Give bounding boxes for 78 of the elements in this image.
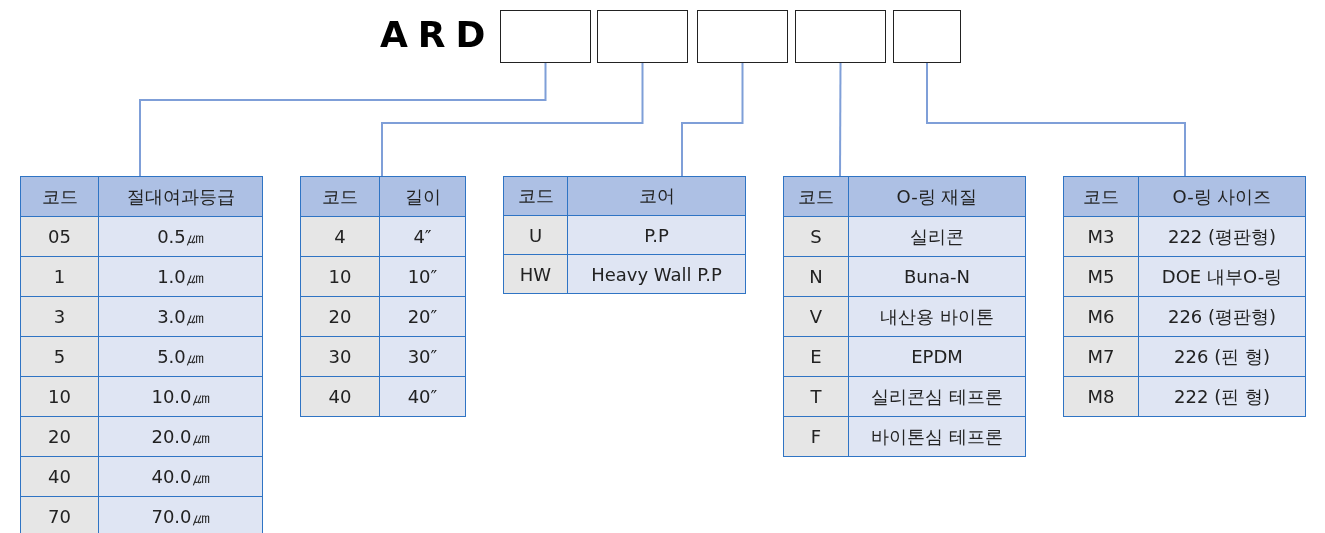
table-cell: U: [503, 215, 568, 255]
table-cell: M7: [1063, 336, 1139, 377]
table-cell: M3: [1063, 216, 1139, 257]
table-cell: 40.0㎛: [98, 456, 263, 497]
connector-line: [681, 62, 744, 177]
table-cell: 226 (핀 형): [1138, 336, 1306, 377]
table-cell: E: [783, 336, 849, 377]
table-cell: S: [783, 216, 849, 257]
header-cell: 코드: [20, 176, 99, 217]
table-cell: 3.0㎛: [98, 296, 263, 337]
table-cell: 70: [20, 496, 99, 533]
code-box: [697, 10, 788, 63]
table-cell: P.P: [567, 215, 746, 255]
table-cell: 05: [20, 216, 99, 257]
table-cell: 10: [300, 256, 380, 297]
table-cell: 10″: [379, 256, 466, 297]
table-cell: 40″: [379, 376, 466, 417]
header-cell: 코어: [567, 176, 746, 216]
table-cell: N: [783, 256, 849, 297]
header-cell: 코드: [783, 176, 849, 217]
table-cell: 10.0㎛: [98, 376, 263, 417]
code-box: [500, 10, 591, 63]
table-cell: 4″: [379, 216, 466, 257]
connector-line: [839, 62, 842, 177]
table-cell: 실리콘심 테프론: [848, 376, 1026, 417]
connector-line: [381, 62, 644, 177]
table-cell: 3: [20, 296, 99, 337]
code-table: [783, 176, 1026, 457]
connector-line: [926, 62, 1186, 177]
table-cell: 10: [20, 376, 99, 417]
table-cell: 40: [20, 456, 99, 497]
table-cell: M5: [1063, 256, 1139, 297]
table-cell: EPDM: [848, 336, 1026, 377]
table-cell: F: [783, 416, 849, 457]
table-cell: 20″: [379, 296, 466, 337]
table-cell: 70.0㎛: [98, 496, 263, 533]
code-table: [300, 176, 466, 417]
table-cell: 30″: [379, 336, 466, 377]
code-box: [597, 10, 688, 63]
table-cell: 5.0㎛: [98, 336, 263, 377]
table-cell: 40: [300, 376, 380, 417]
table-cell: HW: [503, 254, 568, 294]
table-cell: 바이톤심 테프론: [848, 416, 1026, 457]
table-cell: M6: [1063, 296, 1139, 337]
table-cell: 20: [20, 416, 99, 457]
header-cell: 절대여과등급: [98, 176, 263, 217]
code-table: [503, 176, 746, 294]
table-cell: 5: [20, 336, 99, 377]
table-cell: DOE 내부O-링: [1138, 256, 1306, 297]
header-cell: 코드: [503, 176, 568, 216]
table-cell: M8: [1063, 376, 1139, 417]
table-cell: 30: [300, 336, 380, 377]
header-cell: 코드: [1063, 176, 1139, 217]
table-cell: 1.0㎛: [98, 256, 263, 297]
header-cell: 코드: [300, 176, 380, 217]
table-cell: 222 (평판형): [1138, 216, 1306, 257]
table-cell: 20.0㎛: [98, 416, 263, 457]
table-cell: Buna-N: [848, 256, 1026, 297]
header-cell: O-링 사이즈: [1138, 176, 1306, 217]
table-cell: 226 (평판형): [1138, 296, 1306, 337]
table-cell: 4: [300, 216, 380, 257]
table-cell: 20: [300, 296, 380, 337]
table-cell: 222 (핀 형): [1138, 376, 1306, 417]
table-cell: 1: [20, 256, 99, 297]
table-cell: 내산용 바이톤: [848, 296, 1026, 337]
model-prefix: ARD: [380, 14, 496, 55]
code-table: [20, 176, 263, 533]
header-cell: 길이: [379, 176, 466, 217]
header-cell: O-링 재질: [848, 176, 1026, 217]
table-cell: Heavy Wall P.P: [567, 254, 746, 294]
code-table: [1063, 176, 1306, 417]
table-cell: T: [783, 376, 849, 417]
code-box: [795, 10, 886, 63]
table-cell: 실리콘: [848, 216, 1026, 257]
table-cell: V: [783, 296, 849, 337]
connector-line: [139, 62, 547, 177]
table-cell: 0.5㎛: [98, 216, 263, 257]
code-box: [893, 10, 961, 63]
